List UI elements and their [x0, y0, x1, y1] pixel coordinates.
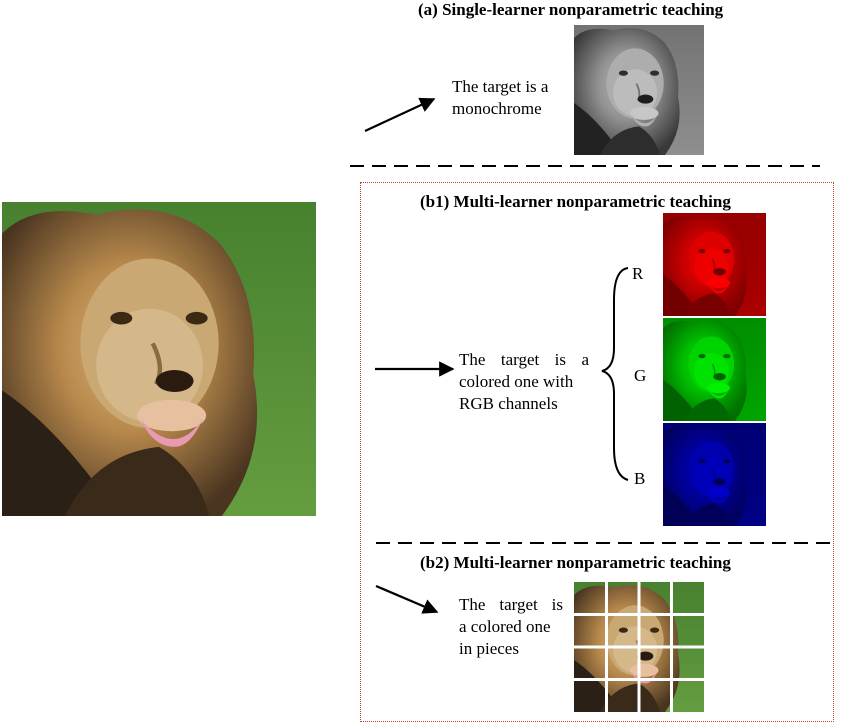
description-line: in pieces	[459, 639, 519, 658]
description-line: The target is a	[459, 350, 589, 369]
channel-label-r: R	[632, 264, 644, 283]
description-line: colored one with	[459, 372, 574, 391]
panel-b-frame	[360, 182, 834, 722]
description-line: The target is	[459, 595, 563, 614]
panel-b2-description: The target is a colored one in pieces	[459, 594, 563, 660]
source-image	[2, 202, 316, 516]
description-line: RGB channels	[459, 394, 558, 413]
pieces-image	[574, 582, 704, 712]
arrow-b2	[375, 584, 439, 614]
description-line: a colored one	[459, 617, 551, 636]
channel-label-g: G	[634, 366, 647, 385]
description-line: monochrome	[452, 99, 542, 118]
channel-label-b: B	[634, 469, 646, 488]
panel-b1-description: The target is a colored one with RGB cha…	[459, 349, 589, 415]
panel-a-heading: (a) Single-learner nonparametric teachin…	[418, 0, 724, 19]
panel-a-description: The target is a monochrome	[452, 76, 548, 120]
panel-b1-heading: (b1) Multi-learner nonparametric teachin…	[420, 192, 731, 211]
panel-b2-heading: (b2) Multi-learner nonparametric teachin…	[420, 553, 731, 572]
channel-brace	[601, 267, 629, 481]
description-line: The target is a	[452, 77, 549, 96]
monochrome-target-image	[574, 25, 704, 155]
arrow-a	[364, 97, 436, 132]
